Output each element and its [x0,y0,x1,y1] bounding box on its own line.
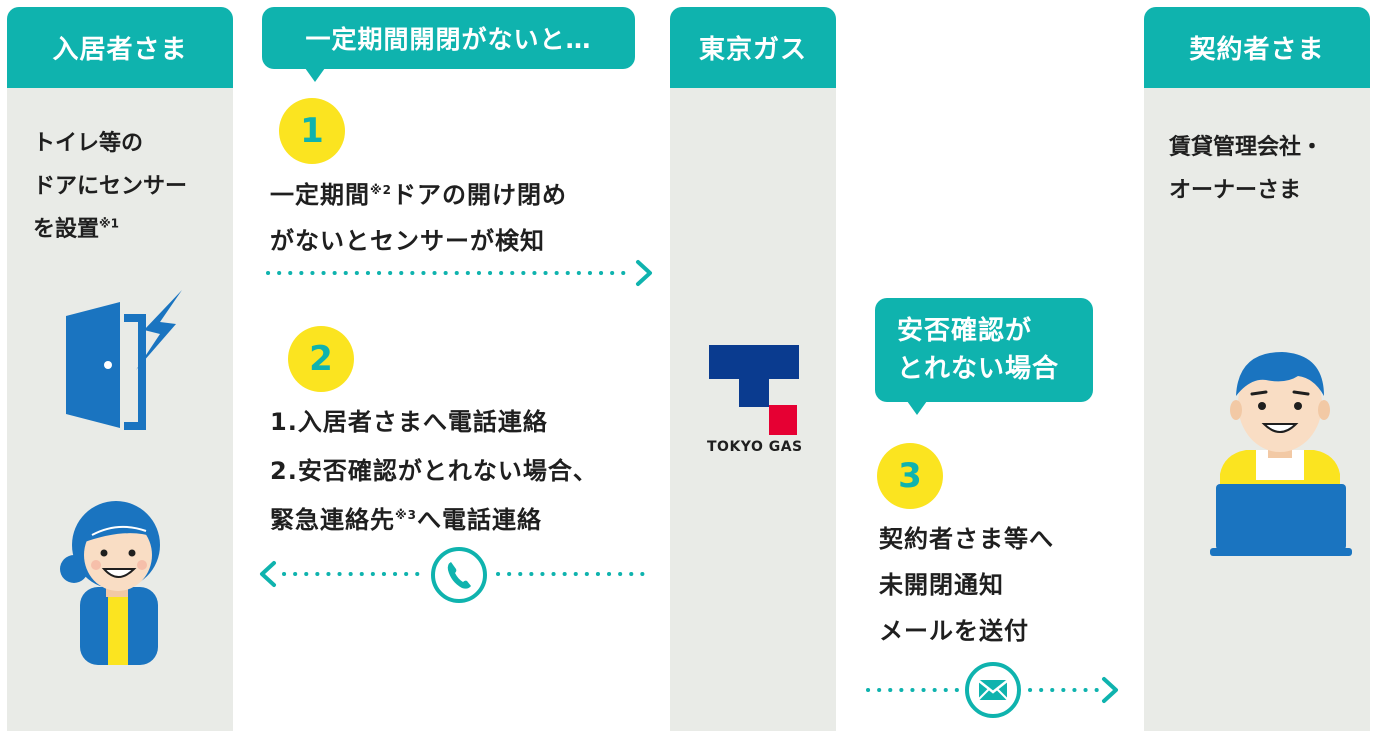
step-3-line3: メールを送付 [879,617,1029,645]
step-1-line1: 一定期間※2ドアの開け閉め [270,172,567,218]
step-1-note: ※2 [370,183,393,197]
resident-description: トイレ等の ドアにセンサー を設置※1 [33,122,187,251]
phone-icon [431,547,487,603]
tokyo-gas-logo [709,345,799,435]
step-1-badge: 1 [279,98,345,164]
step-2-line3a: 緊急連絡先 [270,506,395,534]
safety-bubble-line1: 安否確認が [897,316,1033,346]
door-sensor-icon [66,290,182,430]
step-3-text: 契約者さま等へ 未開閉通知 メールを送付 [879,516,1054,654]
resident-column-title: 入居者さま [7,7,233,88]
safety-bubble-line2: とれない場合 [897,354,1060,384]
step-3-line1: 契約者さま等へ [879,525,1054,553]
contractor-description: 賃貸管理会社・ オーナーさま [1169,126,1323,212]
resident-desc-line2: ドアにセンサー [33,174,188,199]
contractor-desc-line2: オーナーさま [1169,178,1302,203]
step-2-note: ※3 [395,508,418,522]
arrow-left-icon [260,561,652,587]
resident-desc-line3-wrap: を設置※1 [33,208,187,251]
arrow-right-icon [866,677,1118,703]
step-3-line2: 未開閉通知 [879,571,1004,599]
step-2-text: 1.入居者さまへ電話連絡 2.安否確認がとれない場合、 緊急連絡先※3へ電話連絡 [270,398,598,545]
resident-woman-icon [60,501,160,665]
safety-bubble: 安否確認が とれない場合 [875,298,1093,415]
step-2-line3: 緊急連絡先※3へ電話連絡 [270,496,598,545]
step-1-line1a: 一定期間 [270,181,370,209]
trigger-bubble: 一定期間開閉がないと… [262,7,635,82]
tokyo-gas-logo-text: TOKYO GAS [707,439,803,455]
contractor-man-laptop-icon [1210,352,1352,556]
step-2-line1: 1.入居者さまへ電話連絡 [270,408,548,436]
mail-icon [965,662,1021,718]
tokyo-gas-column-title: 東京ガス [670,7,836,88]
step-1-line1b: ドアの開け閉め [392,181,568,209]
step-1-line2: がないとセンサーが検知 [270,227,545,255]
step-2-badge: 2 [288,326,354,392]
arrow-right-icon [266,260,652,286]
resident-desc-line3: を設置 [33,217,100,242]
contractor-column-title: 契約者さま [1144,7,1370,88]
resident-desc-note: ※1 [99,216,120,231]
step-2-line2: 2.安否確認がとれない場合、 [270,457,598,485]
step-1-text: 一定期間※2ドアの開け閉め がないとセンサーが検知 [270,172,567,264]
step-3-badge: 3 [877,443,943,509]
resident-desc-line1: トイレ等の [33,131,144,156]
step-2-line3b: へ電話連絡 [417,506,543,534]
contractor-desc-line1: 賃貸管理会社・ [1169,135,1324,160]
